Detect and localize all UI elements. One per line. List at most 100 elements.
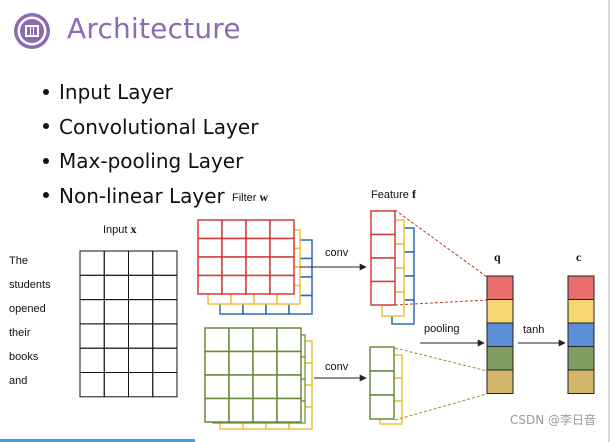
grid-cell bbox=[197, 256, 223, 277]
grid-cell bbox=[204, 374, 230, 400]
c-cell bbox=[567, 275, 595, 300]
input-word: opened bbox=[9, 303, 46, 315]
c-cell bbox=[567, 346, 595, 371]
q-cell bbox=[486, 346, 514, 371]
input-word: books bbox=[9, 351, 39, 363]
bullet-list: Input Layer Convolutional Layer Max-pool… bbox=[40, 78, 258, 216]
grid-cell bbox=[228, 374, 254, 400]
grid-cell bbox=[369, 394, 395, 420]
c-cell bbox=[567, 369, 595, 394]
pool-dash-bottom-1 bbox=[394, 347, 488, 372]
grid-cell bbox=[197, 274, 223, 295]
q-cell bbox=[486, 299, 514, 324]
conv-label-bottom: conv bbox=[325, 361, 349, 373]
grid-cell bbox=[252, 327, 278, 353]
bullet-item: Non-linear Layer bbox=[40, 182, 258, 217]
bullet-item: Input Layer bbox=[40, 78, 258, 113]
grid-cell bbox=[204, 350, 230, 376]
filter-label: Filter w bbox=[232, 190, 269, 204]
bullet-item: Convolutional Layer bbox=[40, 113, 258, 148]
filter-stack-top bbox=[197, 219, 313, 315]
grid-cell bbox=[128, 372, 154, 398]
grid-cell bbox=[128, 347, 154, 374]
bullet-dot-icon bbox=[43, 123, 49, 129]
grid-cell bbox=[245, 256, 271, 277]
slide-title: Architecture bbox=[67, 12, 241, 45]
grid-cell bbox=[152, 347, 178, 374]
pooling-label: pooling bbox=[424, 323, 459, 335]
grid-cell bbox=[79, 347, 105, 374]
c-label: c bbox=[576, 250, 582, 264]
grid-cell bbox=[370, 280, 396, 306]
slide-edge bbox=[608, 0, 610, 442]
grid-cell bbox=[269, 219, 295, 240]
grid-cell bbox=[221, 274, 247, 295]
c-cell bbox=[567, 322, 595, 347]
grid-cell bbox=[276, 350, 302, 376]
input-word: The bbox=[9, 255, 28, 267]
filter-stack-bottom bbox=[204, 327, 313, 430]
grid-cell bbox=[197, 219, 223, 240]
q-cell bbox=[486, 275, 514, 300]
grid-cell bbox=[276, 374, 302, 400]
csdn-watermark: CSDN @李日音 bbox=[509, 413, 596, 427]
pool-dash-top-2 bbox=[394, 299, 488, 306]
grid-cell bbox=[370, 257, 396, 283]
feature-map-bottom bbox=[369, 346, 403, 425]
grid-cell bbox=[221, 219, 247, 240]
grid-cell bbox=[245, 274, 271, 295]
conv-label-top: conv bbox=[325, 247, 349, 259]
grid-cell bbox=[79, 299, 105, 325]
input-word: students bbox=[9, 279, 51, 291]
grid-cell bbox=[228, 350, 254, 376]
q-cell bbox=[486, 369, 514, 394]
grid-cell bbox=[269, 274, 295, 295]
pool-dash-top-1 bbox=[394, 209, 488, 278]
grid-cell bbox=[103, 323, 129, 349]
grid-cell bbox=[128, 299, 154, 325]
grid-cell bbox=[152, 323, 178, 349]
grid-cell bbox=[79, 372, 105, 398]
progress-underline bbox=[0, 439, 195, 442]
grid-cell bbox=[252, 374, 278, 400]
bullet-text: Non-linear Layer bbox=[59, 183, 225, 208]
grid-cell bbox=[252, 350, 278, 376]
bullet-text: Input Layer bbox=[59, 80, 173, 104]
grid-cell bbox=[245, 237, 271, 258]
grid-cell bbox=[79, 274, 105, 301]
tanh-label: tanh bbox=[523, 324, 544, 336]
grid-cell bbox=[269, 237, 295, 258]
grid-cell bbox=[276, 397, 302, 423]
grid-cell bbox=[152, 274, 178, 301]
grid-cell bbox=[152, 299, 178, 325]
pool-dash-bottom-2 bbox=[394, 393, 488, 421]
grid-cell bbox=[79, 323, 105, 349]
feature-label: Feature f bbox=[371, 187, 417, 201]
grid-cell bbox=[370, 233, 396, 259]
grid-cell bbox=[103, 347, 129, 374]
grid-cell bbox=[103, 274, 129, 301]
grid-cell bbox=[276, 327, 302, 353]
input-label: Input x bbox=[103, 222, 137, 236]
bullet-dot-icon bbox=[43, 192, 49, 198]
grid-cell bbox=[197, 237, 223, 258]
grid-cell bbox=[152, 372, 178, 398]
grid-cell bbox=[152, 250, 178, 276]
feature-map-top bbox=[370, 210, 415, 325]
grid-cell bbox=[128, 274, 154, 301]
grid-cell bbox=[128, 250, 154, 276]
c-cell bbox=[567, 299, 595, 324]
grid-cell bbox=[369, 370, 395, 396]
grid-cell bbox=[228, 327, 254, 353]
grid-cell bbox=[228, 397, 254, 423]
grid-cell bbox=[269, 256, 295, 277]
bullet-dot-icon bbox=[43, 157, 49, 164]
grid-cell bbox=[221, 256, 247, 277]
bullet-dot-icon bbox=[43, 88, 49, 95]
bullet-text: Convolutional Layer bbox=[59, 114, 259, 139]
q-vector bbox=[486, 275, 514, 394]
bullet-item: Max-pooling Layer bbox=[40, 147, 258, 182]
university-seal-logo bbox=[14, 13, 50, 49]
grid-cell bbox=[103, 250, 129, 276]
